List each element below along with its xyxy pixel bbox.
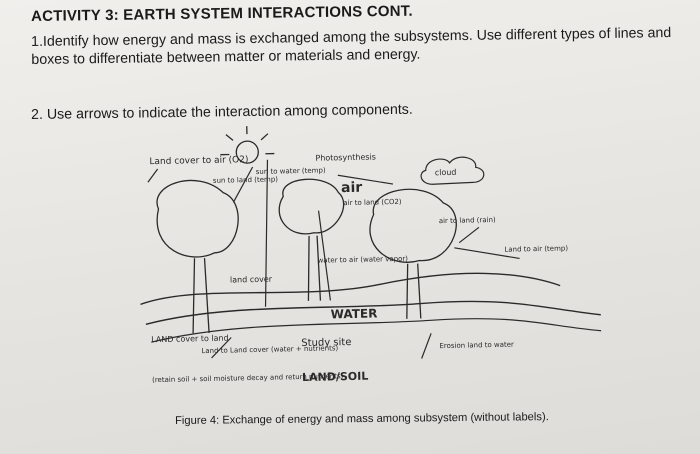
label-land-cover-air: Land cover to air (O2) [149,155,248,167]
label-erosion: Erosion land to water [439,341,514,351]
label-water: WATER [331,306,378,321]
label-sun-to-water: sun to water (temp) [256,166,326,175]
label-photosynthesis: Photosynthesis [315,152,376,162]
label-study-site: Study site [301,337,351,349]
diagram-body: Land cover to air (O2) sun to land (temp… [137,119,602,388]
land-outline [140,272,560,305]
tree-right [369,188,458,319]
label-sun-to-land: sun to land (temp) [213,175,279,184]
label-cloud: cloud [435,168,457,177]
label-land-cover: land cover [230,275,273,285]
tree-middle [279,179,346,302]
label-land-cover-to-land: LAND cover to land [151,334,229,345]
label-air-to-land-rain: air to land (rain) [439,216,496,225]
label-land-soil: LAND/SOIL [302,370,369,384]
label-air-to-land: air to land (CO2) [343,198,402,207]
label-air: air [341,180,363,196]
label-water-to-air: water to air (water vapor) [318,255,409,265]
label-land-to-air: Land to air (temp) [504,244,568,253]
